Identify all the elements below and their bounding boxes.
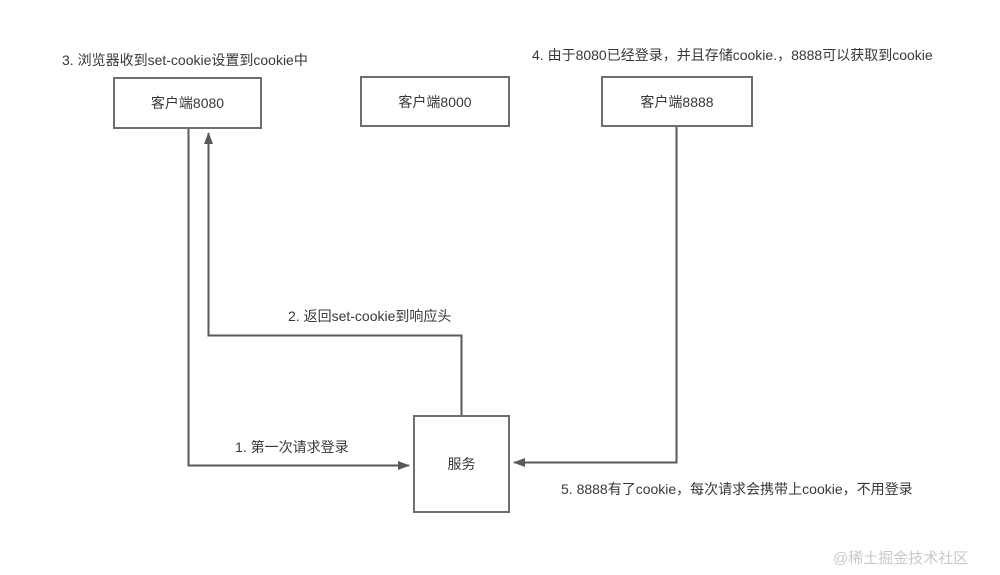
node-client-8000-label: 客户端8000 <box>398 93 472 110</box>
node-client-8888: 客户端8888 <box>601 76 753 127</box>
node-server: 服务 <box>413 415 510 513</box>
node-client-8080-label: 客户端8080 <box>150 95 225 111</box>
annotation-step3: 3. 浏览器收到set-cookie设置到cookie中 <box>62 52 308 68</box>
node-client-8000: 客户端8000 <box>360 76 510 127</box>
node-server-label: 服务 <box>447 456 476 472</box>
annotation-step5: 5. 8888有了cookie，每次请求会携带上cookie，不用登录 <box>561 481 913 497</box>
annotation-step2: 2. 返回set-cookie到响应头 <box>288 308 452 324</box>
connector-8888-request-with-cookie <box>513 127 678 467</box>
node-client-8080: 客户端8080 <box>113 77 262 129</box>
node-client-8888-label: 客户端8888 <box>640 93 714 110</box>
connector-set-cookie-response <box>204 132 463 415</box>
annotation-step4: 4. 由于8080已经登录，并且存储cookie.，8888可以获取到cooki… <box>532 47 933 63</box>
annotation-step1: 1. 第一次请求登录 <box>235 439 349 455</box>
connector-first-login-request <box>187 129 410 470</box>
watermark: @稀土掘金技术社区 <box>833 550 969 567</box>
